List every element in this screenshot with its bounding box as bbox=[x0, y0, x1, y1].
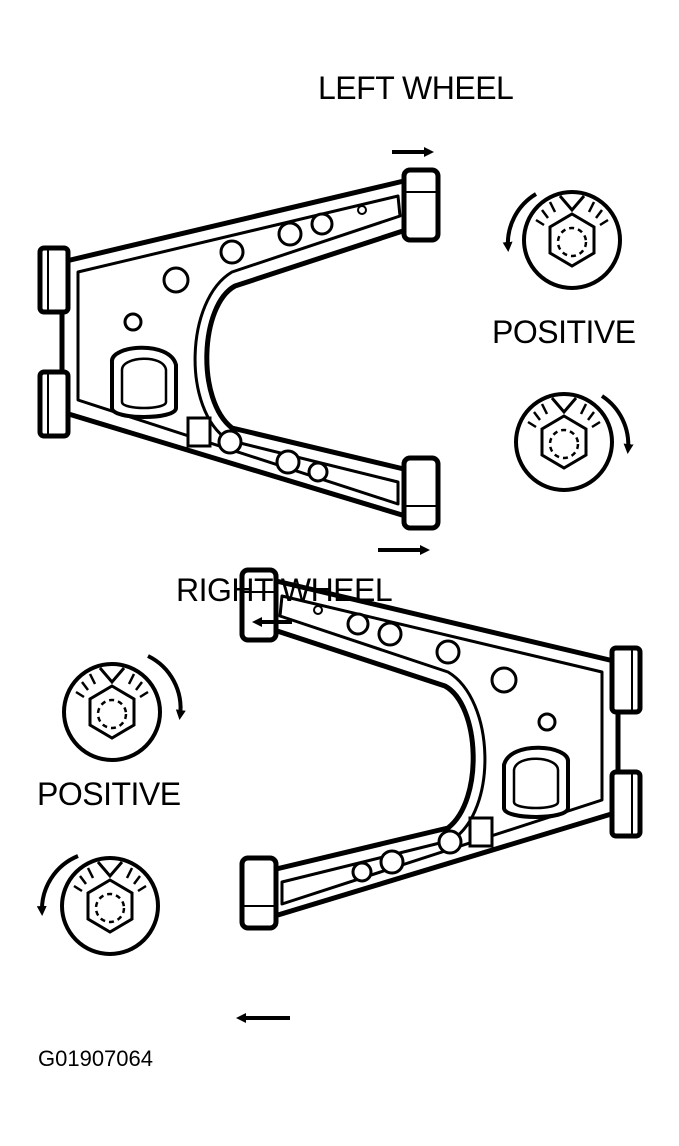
figure-id: G01907064 bbox=[38, 1046, 153, 1071]
right-counterclockwise-arrow-icon bbox=[36, 854, 79, 916]
left-cam-bolt-top bbox=[522, 190, 622, 290]
left-wheel-title: LEFT WHEEL bbox=[318, 70, 514, 106]
right-control-arm bbox=[242, 570, 640, 928]
right-clockwise-arrow-icon bbox=[147, 654, 186, 720]
left-clockwise-arrow-icon bbox=[600, 394, 634, 454]
left-control-arm bbox=[40, 170, 438, 528]
right-positive-label: POSITIVE bbox=[37, 776, 181, 812]
right-cam-bolt-bottom bbox=[60, 856, 160, 956]
right-cam-bolt-top bbox=[62, 662, 162, 762]
left-cam-bolt-bottom bbox=[514, 392, 614, 492]
left-counterclockwise-arrow-icon bbox=[502, 192, 538, 252]
right-wheel-title: RIGHT WHEEL bbox=[176, 572, 393, 608]
left-positive-label: POSITIVE bbox=[492, 314, 636, 350]
